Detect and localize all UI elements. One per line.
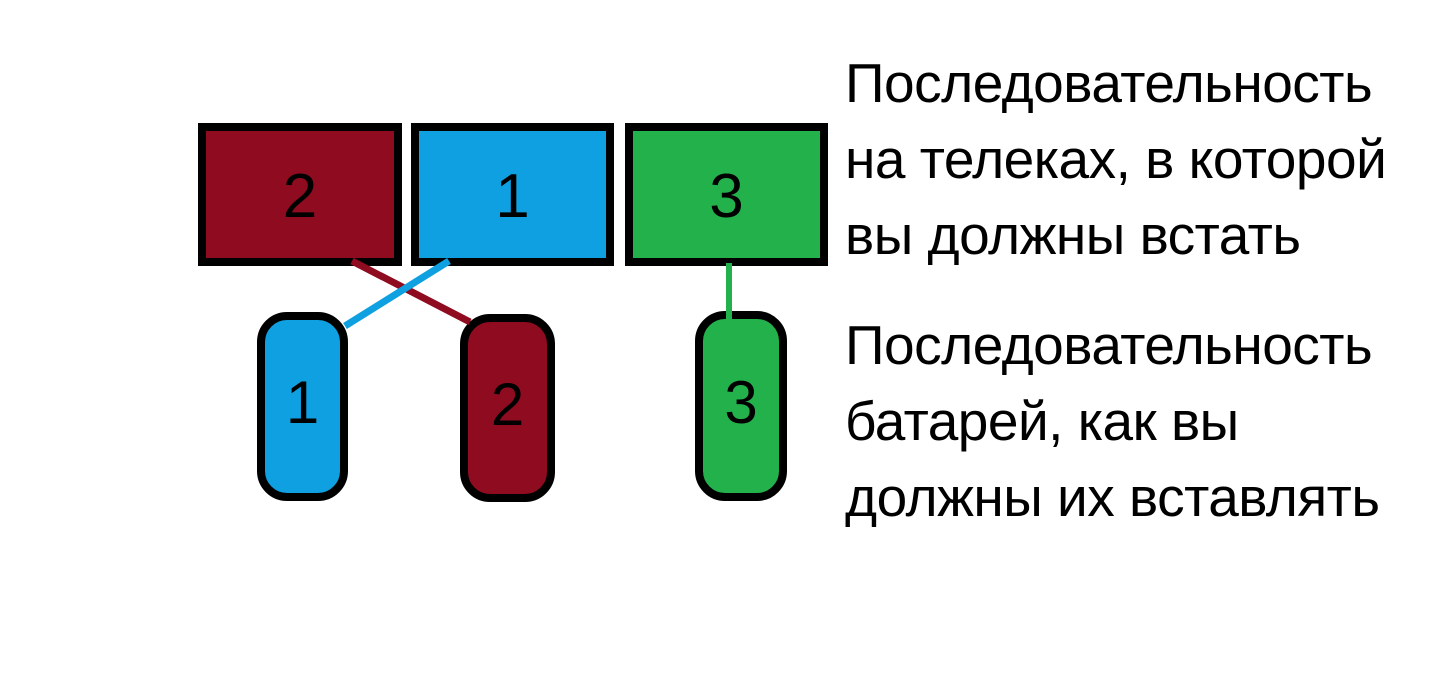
caption-line: батарей, как вы xyxy=(845,390,1239,452)
caption-line: должны их вставлять xyxy=(845,466,1380,528)
battery-green: 3 xyxy=(695,311,787,501)
tv-number: 3 xyxy=(709,162,744,231)
caption-battery-sequence: Последовательность батарей, как вы должн… xyxy=(845,307,1380,535)
connection-line-blue xyxy=(343,258,451,329)
battery-blue: 1 xyxy=(257,312,348,501)
caption-tv-sequence: Последовательность на телеках, в которой… xyxy=(845,45,1387,273)
caption-line: Последовательность xyxy=(845,314,1373,376)
battery-number: 2 xyxy=(490,370,525,438)
tv-box-red: 2 xyxy=(198,123,402,266)
battery-red: 2 xyxy=(460,314,555,502)
tv-box-green: 3 xyxy=(625,123,828,266)
battery-number: 1 xyxy=(285,369,320,436)
caption-line: вы должны встать xyxy=(845,204,1301,266)
connection-line-red xyxy=(350,257,472,326)
tv-number: 1 xyxy=(495,162,530,231)
battery-number: 3 xyxy=(724,368,758,436)
tv-box-blue: 1 xyxy=(411,123,614,266)
caption-line: Последовательность xyxy=(845,52,1373,114)
caption-line: на телеках, в которой xyxy=(845,128,1387,190)
tv-number: 2 xyxy=(282,162,318,231)
